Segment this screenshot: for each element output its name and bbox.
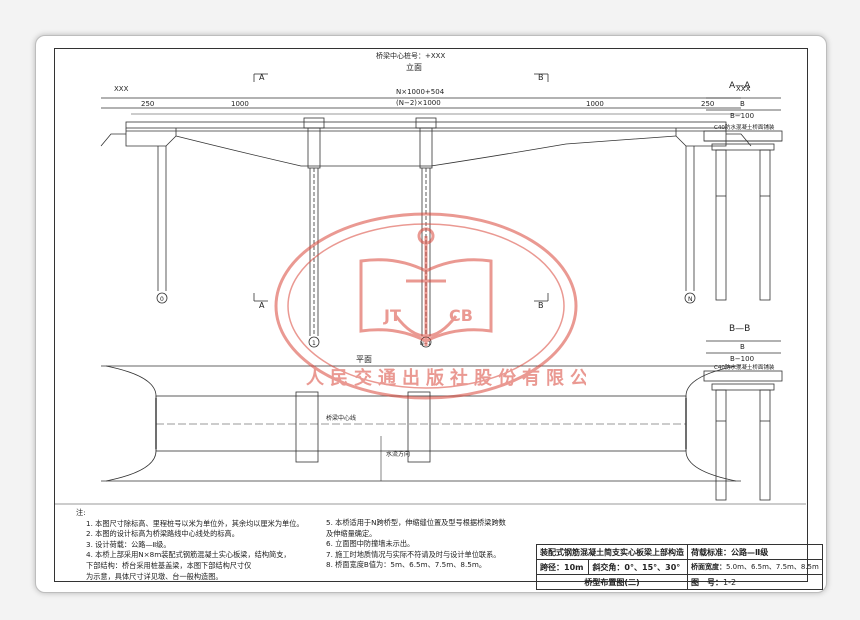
- note-item: 及伸缩量确定。: [326, 528, 377, 538]
- section-b-bottom: B: [538, 301, 544, 310]
- notes-block-2: 5. 本桥适用于N跨桥型，伸缩缝位置及型号根据桥梁跨数 及伸缩量确定。 6. 立…: [326, 518, 506, 571]
- note-item: 下部结构：桥台采用桩基盖梁，本图下部结构尺寸仅: [86, 560, 252, 570]
- notes-heading: 注:: [76, 508, 86, 517]
- note-item: 5. 本桥适用于N跨桥型，伸缩缝位置及型号根据桥梁跨数: [326, 518, 506, 527]
- dim-1000-right: 1000: [586, 100, 604, 108]
- note-item: 3. 设计荷载：公路—Ⅱ级。: [86, 539, 171, 549]
- title-block: 装配式钢筋混凝土简支实心板梁上部构造 荷载标准：公路—Ⅱ级 跨径：10m 斜交角…: [535, 544, 823, 590]
- note-item: 6. 立面图中防撞墙未示出。: [326, 539, 415, 549]
- publisher-seal: JT CB 人民交通出版社股份有限公司: [274, 212, 586, 400]
- note-item: 1. 本图尺寸除标高、里程桩号以米为单位外，其余均以厘米为单位。: [86, 518, 304, 528]
- stamp-company: 人民交通出版社股份有限公司: [306, 367, 586, 389]
- bb-deck-note: C40防水混凝土桥面铺装: [714, 363, 775, 371]
- fig-value: 1-2: [723, 577, 737, 587]
- plan-title: 平面: [356, 355, 372, 364]
- drawing-sheet: 桥梁中心桩号：+XXX 立面 N×1000+504 (N−2)×1000 250…: [35, 35, 827, 593]
- elevation-title: 立面: [406, 62, 422, 72]
- note-item: 8. 桥面宽度B值为：5m、6.5m、7.5m、8.5m。: [326, 560, 487, 570]
- bb-dim-b100: B−100: [730, 355, 754, 363]
- stamp-right-mark: CB: [449, 306, 473, 325]
- aa-deck-note: C40防水混凝土桥面铺装: [714, 123, 775, 131]
- note-item: 4. 本桥上部采用N×8m装配式钢筋混凝土实心板梁，结构简支，: [86, 550, 291, 560]
- fig-label: 图 号：: [691, 577, 723, 587]
- span-label: 跨径：10m: [535, 559, 590, 575]
- elev-right: XXX: [736, 85, 751, 93]
- section-a-top: A: [259, 73, 265, 82]
- sheet-title: 桥型布置图(二): [536, 574, 688, 590]
- width-label: 桥面宽度：: [691, 563, 726, 571]
- drawing-frame: [54, 48, 808, 582]
- load-value: 公路—Ⅱ级: [731, 547, 769, 557]
- section-bb-title: B—B: [729, 324, 750, 334]
- load-label: 荷载标准：: [691, 547, 731, 557]
- section-b-top: B: [538, 73, 544, 82]
- width-value: 5.0m、6.5m、7.5m、8.5m: [726, 563, 819, 571]
- skew-label: 斜交角：0°、15°、30°: [588, 559, 688, 575]
- aa-dim-b: B: [740, 100, 745, 108]
- aa-dim-b100: B−100: [730, 112, 754, 120]
- plan-center-label: 桥梁中心线: [326, 414, 356, 422]
- pier-1: 1: [312, 340, 316, 347]
- main-title: 装配式钢筋混凝土简支实心板梁上部构造: [536, 544, 688, 560]
- span-dim: (N−2)×1000: [396, 99, 441, 107]
- note-item: 7. 施工时地质情况与实际不符请及时与设计单位联系。: [326, 549, 501, 559]
- center-line-label: 桥梁中心桩号：+XXX: [376, 51, 445, 60]
- note-item: 为示意，具体尺寸详见墩、台一般构造图。: [86, 571, 223, 581]
- section-aa-title: A—A: [729, 81, 751, 91]
- total-length-dim: N×1000+504: [396, 88, 445, 96]
- note-item: 2. 本图的设计标高为桥梁路线中心线处的标高。: [86, 529, 239, 539]
- section-a-bottom: A: [259, 301, 265, 310]
- dim-1000-left: 1000: [231, 100, 249, 108]
- pier-0: 0: [160, 296, 164, 303]
- dim-250-right: 250: [701, 100, 714, 108]
- elev-left: XXX: [114, 85, 129, 93]
- plan-direction: 水流方向: [386, 450, 410, 458]
- notes-block: 注: 1. 本图尺寸除标高、里程桩号以米为单位外，其余均以厘米为单位。 2. 本…: [76, 508, 304, 582]
- bb-dim-b: B: [740, 343, 745, 351]
- dim-250-left: 250: [141, 100, 154, 108]
- pier-n: N: [688, 296, 693, 303]
- stamp-left-mark: JT: [383, 306, 401, 325]
